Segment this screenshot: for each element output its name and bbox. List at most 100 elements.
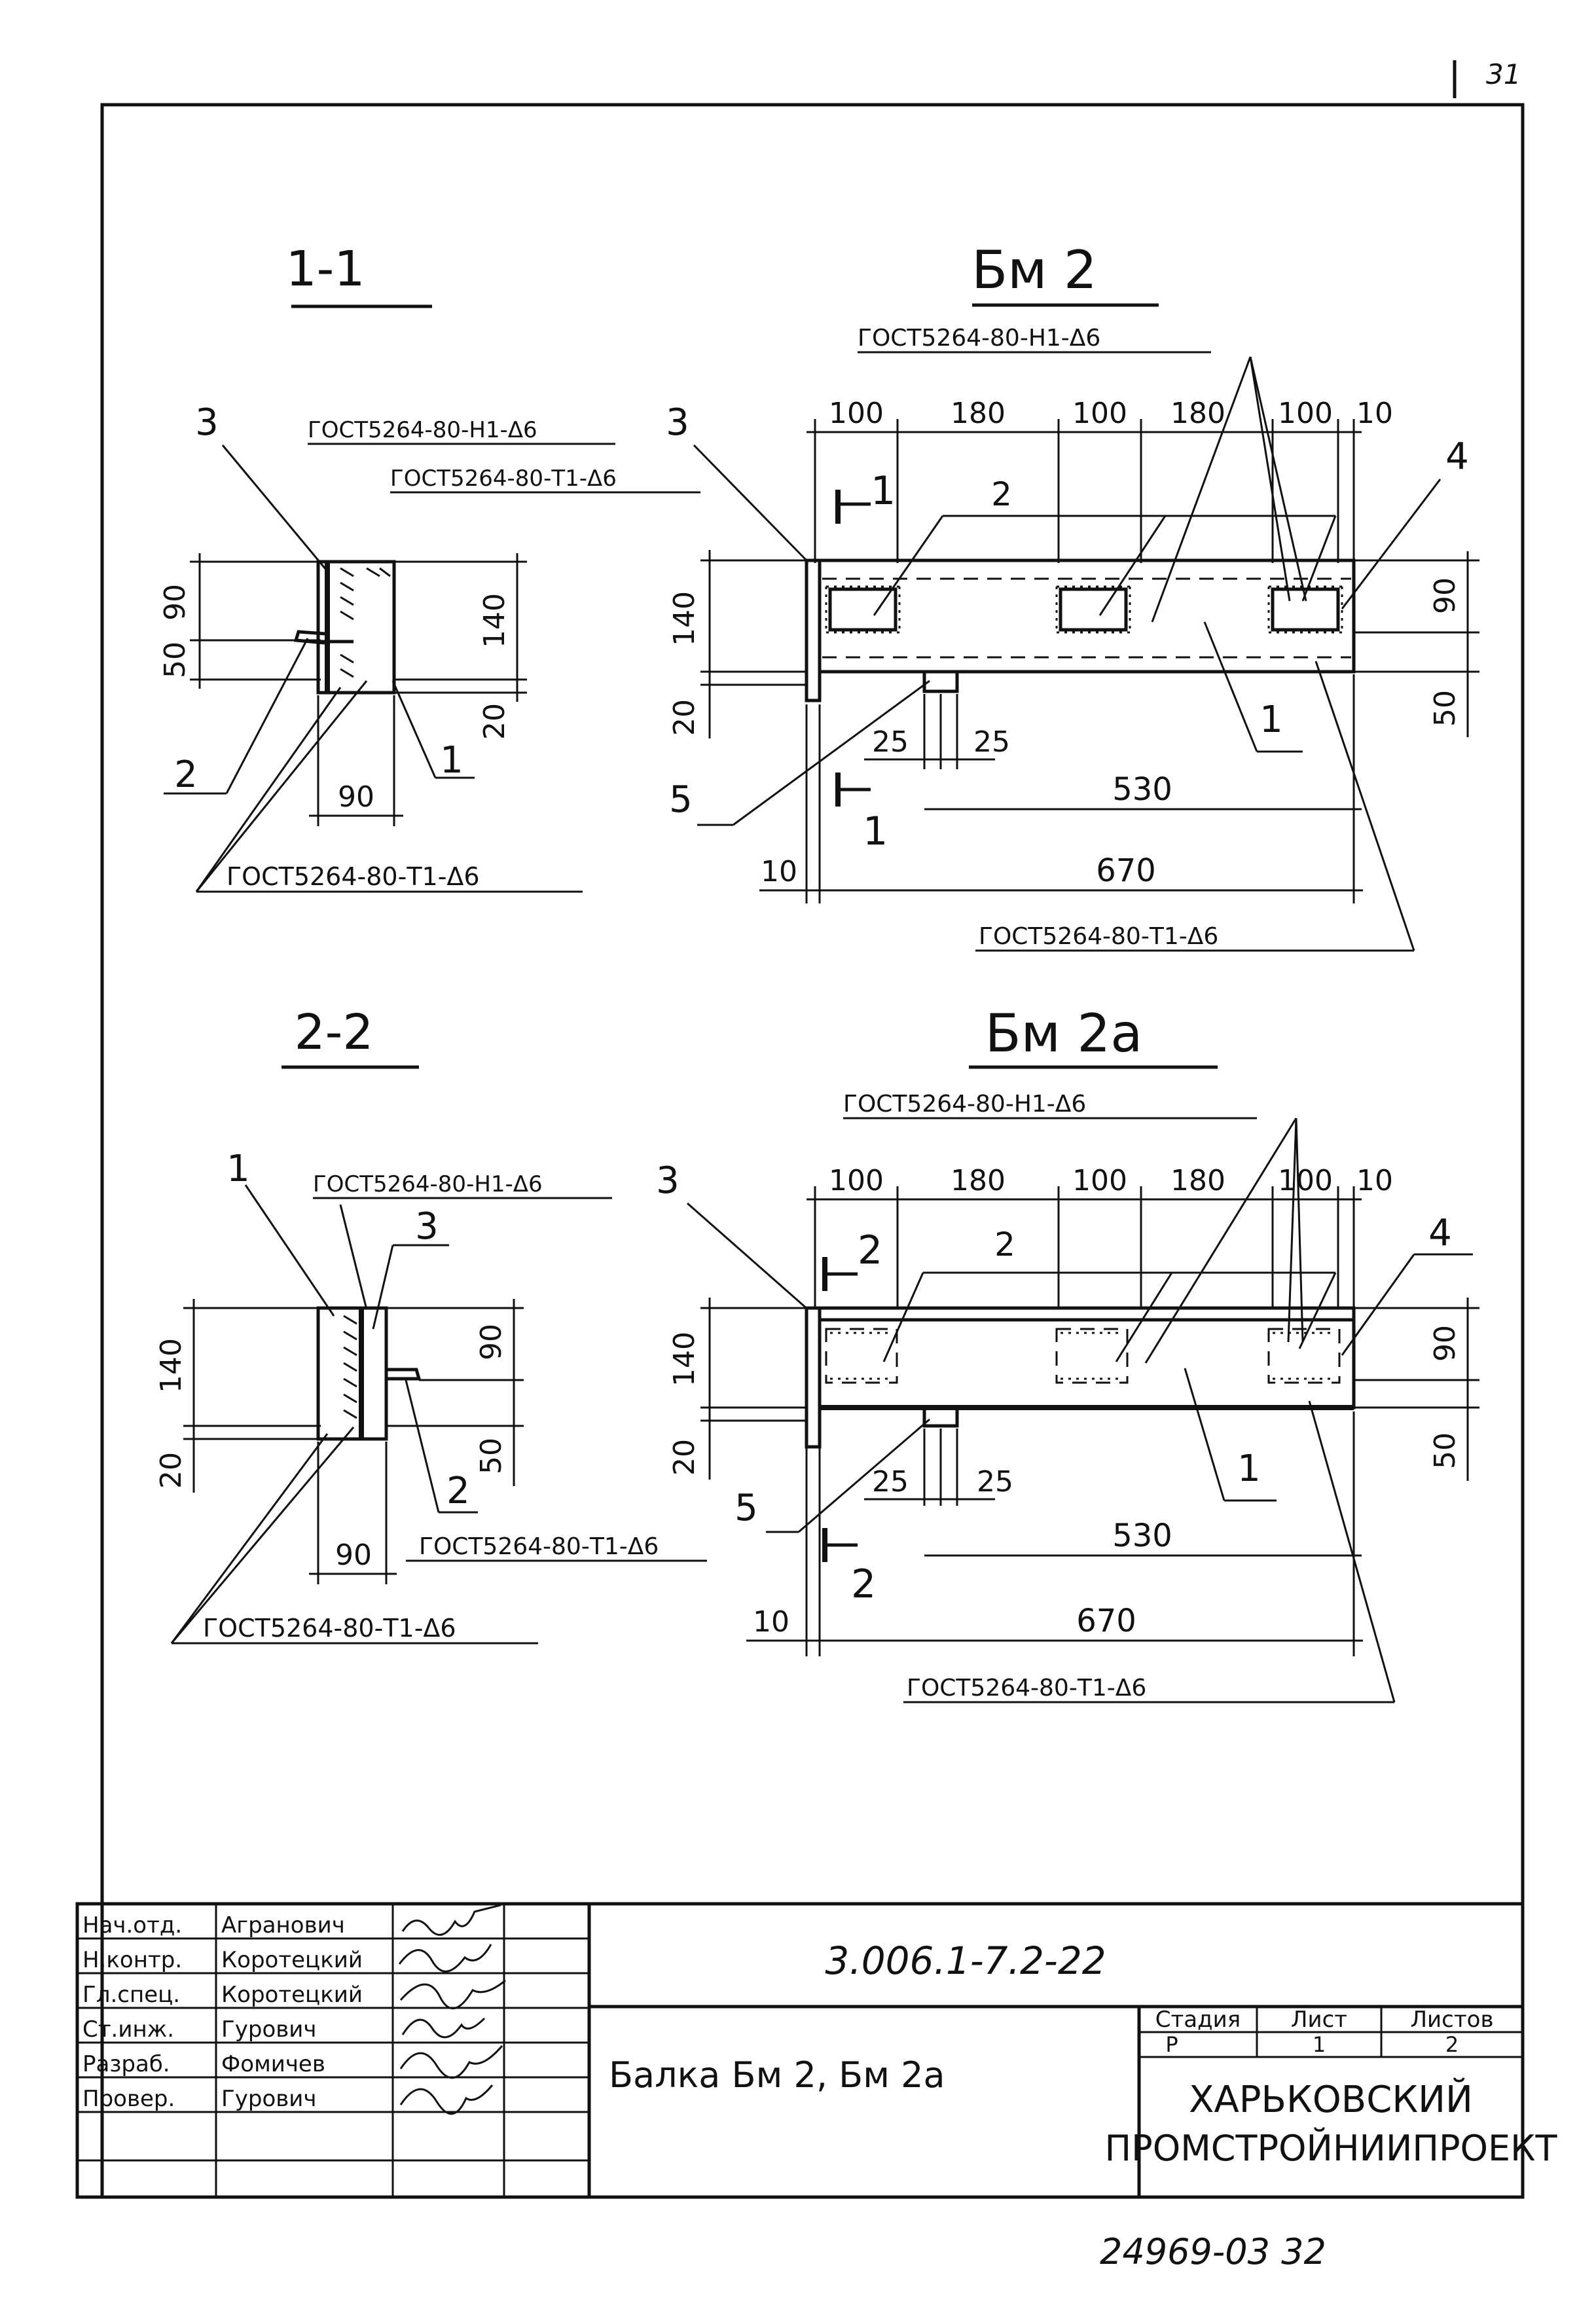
sheet-value: 1 <box>1313 2032 1326 2057</box>
section-1-1-dim-20: 20 <box>478 703 511 740</box>
beam-bm2: Бм 2 ГОСТ5264-80-Н1-Δ6 100 180 100 180 1… <box>666 240 1479 952</box>
beam-bm2-plate-1 <box>828 587 898 632</box>
beam-bm2-rib-5 <box>922 670 959 693</box>
section-2-2-callout-2: 2 <box>446 1470 470 1512</box>
section-2-2-weld-top: ГОСТ5264-80-Н1-Δ6 <box>313 1171 543 1197</box>
beam-bm2a-dim-530: 530 <box>1112 1518 1172 1554</box>
section-1-1-dim-50: 50 <box>158 642 192 678</box>
section-1-1-plate-2 <box>293 630 325 645</box>
beam-bm2-dim-140: 140 <box>668 591 701 646</box>
signature-3 <box>399 1979 506 2010</box>
beam-bm2-callout-2: 2 <box>991 475 1012 513</box>
beam-bm2a-plates <box>825 1328 1341 1384</box>
section-2-2: 2-2 ГОСТ5264-80-Н1-Δ6 ГОСТ5264-80-Т1-Δ6 … <box>154 1004 707 1645</box>
title-row-2-role: Н.контр. <box>82 1947 182 1973</box>
beam-bm2-section-mark-bottom: 1 <box>863 809 888 854</box>
beam-bm2-callout-5: 5 <box>669 778 693 821</box>
section-2-2-callout-3: 3 <box>415 1205 439 1248</box>
section-2-2-channel <box>316 1306 388 1441</box>
beam-bm2-dim-180b: 180 <box>1170 397 1225 430</box>
section-1-1-weld-top: ГОСТ5264-80-Н1-Δ6 <box>308 417 537 443</box>
drawing-name: Балка Бм 2, Бм 2а <box>609 2054 945 2096</box>
beam-bm2a-plate-1 <box>825 1328 898 1384</box>
stage-header: Стадия <box>1155 2007 1241 2033</box>
signature-1 <box>401 1904 501 1936</box>
beam-bm2a-dim-25a: 25 <box>872 1465 909 1499</box>
section-2-2-title: 2-2 <box>295 1004 374 1061</box>
section-1-1-dim-90: 90 <box>158 584 192 621</box>
beam-bm2-callout-4: 4 <box>1445 435 1469 478</box>
title-row-6-name: Гурович <box>221 2086 316 2112</box>
beam-bm2a-channel <box>818 1306 1356 1410</box>
beam-bm2a-dim-100c: 100 <box>1278 1164 1333 1197</box>
signature-2 <box>398 1944 492 1973</box>
section-2-2-weld-bottom: ГОСТ5264-80-Т1-Δ6 <box>203 1614 456 1643</box>
beam-bm2a-dim-100b: 100 <box>1072 1164 1127 1197</box>
beam-bm2-dim-20: 20 <box>668 699 701 736</box>
beam-bm2-plates <box>825 585 1343 634</box>
beam-bm2-title: Бм 2 <box>971 240 1097 300</box>
beam-bm2-dim-10: 10 <box>1356 397 1393 430</box>
section-1-1-title: 1-1 <box>286 241 365 297</box>
beam-bm2a-callout-3: 3 <box>656 1159 680 1202</box>
section-2-2-dim-50: 50 <box>475 1438 508 1474</box>
sheet-header: Лист <box>1291 2007 1347 2033</box>
title-row-3-role: Гл.спец. <box>82 1982 180 2008</box>
beam-bm2-dim-100b: 100 <box>1072 397 1127 430</box>
beam-bm2a-dim-180b: 180 <box>1170 1164 1225 1197</box>
section-1-1-weld-bottom: ГОСТ5264-80-Т1-Δ6 <box>227 862 480 891</box>
beam-bm2a-callout-2: 2 <box>994 1226 1015 1264</box>
section-1-1-dim-90-width: 90 <box>338 780 374 814</box>
beam-bm2-dim-670: 670 <box>1096 852 1156 889</box>
beam-bm2-dim-25a: 25 <box>872 725 909 759</box>
section-1-1-callout-2: 2 <box>174 754 198 796</box>
beam-bm2a-dim-180a: 180 <box>951 1164 1006 1197</box>
title-row-2-name: Коротецкий <box>221 1947 363 1973</box>
section-2-2-callout-1: 1 <box>227 1148 250 1190</box>
section-2-2-plate-2 <box>386 1368 422 1381</box>
section-2-2-dim-140: 140 <box>154 1338 188 1393</box>
beam-bm2-dim-530: 530 <box>1112 771 1172 808</box>
beam-bm2a-section-mark-top: 2 <box>858 1228 882 1273</box>
section-1-1: 1-1 ГОСТ5264-80-Н1-Δ6 ГОСТ5264-80-Т1-Δ6 … <box>158 241 700 893</box>
title-row-3-name: Коротецкий <box>221 1982 363 2008</box>
beam-bm2-dim-25b: 25 <box>973 725 1010 759</box>
title-row-4-name: Гурович <box>221 2016 316 2043</box>
section-1-1-weld-mid: ГОСТ5264-80-Т1-Δ6 <box>390 465 617 492</box>
beam-bm2a-plate-2 <box>1055 1328 1129 1384</box>
beam-bm2-callout-3: 3 <box>666 401 689 444</box>
beam-bm2a-dim-140: 140 <box>668 1332 701 1387</box>
beam-bm2-plate-2 <box>1059 587 1128 632</box>
signature-4 <box>401 2017 486 2039</box>
beam-bm2-weld-top: ГОСТ5264-80-Н1-Δ6 <box>858 325 1100 352</box>
beam-bm2a-dim-50: 50 <box>1428 1432 1462 1469</box>
organization-line-2: ПРОМСТРОЙНИИПРОЕКТ <box>1105 2128 1558 2169</box>
signature-5 <box>399 2045 503 2079</box>
beam-bm2a: Бм 2а ГОСТ5264-80-Н1-Δ6 100 180 100 180 … <box>656 1003 1479 1703</box>
beam-bm2-dim-100c: 100 <box>1278 397 1333 430</box>
beam-bm2a-weld-top: ГОСТ5264-80-Н1-Δ6 <box>843 1091 1086 1118</box>
title-row-6-role: Провер. <box>82 2086 175 2112</box>
document-code: 3.006.1-7.2-22 <box>825 1938 1106 1983</box>
section-2-2-dim-90: 90 <box>475 1324 508 1360</box>
beam-bm2a-callout-1: 1 <box>1237 1447 1261 1490</box>
beam-bm2a-callout-4: 4 <box>1428 1212 1452 1254</box>
beam-bm2-dim-100a: 100 <box>829 397 884 430</box>
beam-bm2a-end-plate <box>805 1306 822 1449</box>
signatures <box>398 1904 506 2115</box>
title-row-5-name: Фомичев <box>221 2051 325 2077</box>
section-2-2-dim-90-width: 90 <box>335 1538 372 1572</box>
beam-bm2-plate-3 <box>1271 587 1340 632</box>
beam-bm2-callout-1: 1 <box>1260 699 1283 741</box>
title-row-1-name: Агранович <box>221 1912 345 1938</box>
title-row-4-role: Ст.инж. <box>82 2016 174 2043</box>
beam-bm2-dim-180a: 180 <box>951 397 1006 430</box>
beam-bm2-channel <box>818 558 1356 674</box>
title-row-5-role: Разраб. <box>82 2051 170 2077</box>
sheets-value: 2 <box>1445 2032 1459 2057</box>
section-1-1-callout-3: 3 <box>195 401 219 444</box>
beam-bm2a-callout-5: 5 <box>735 1487 758 1529</box>
beam-bm2a-rib-5 <box>922 1406 959 1428</box>
title-block-frame <box>75 1902 1525 2199</box>
